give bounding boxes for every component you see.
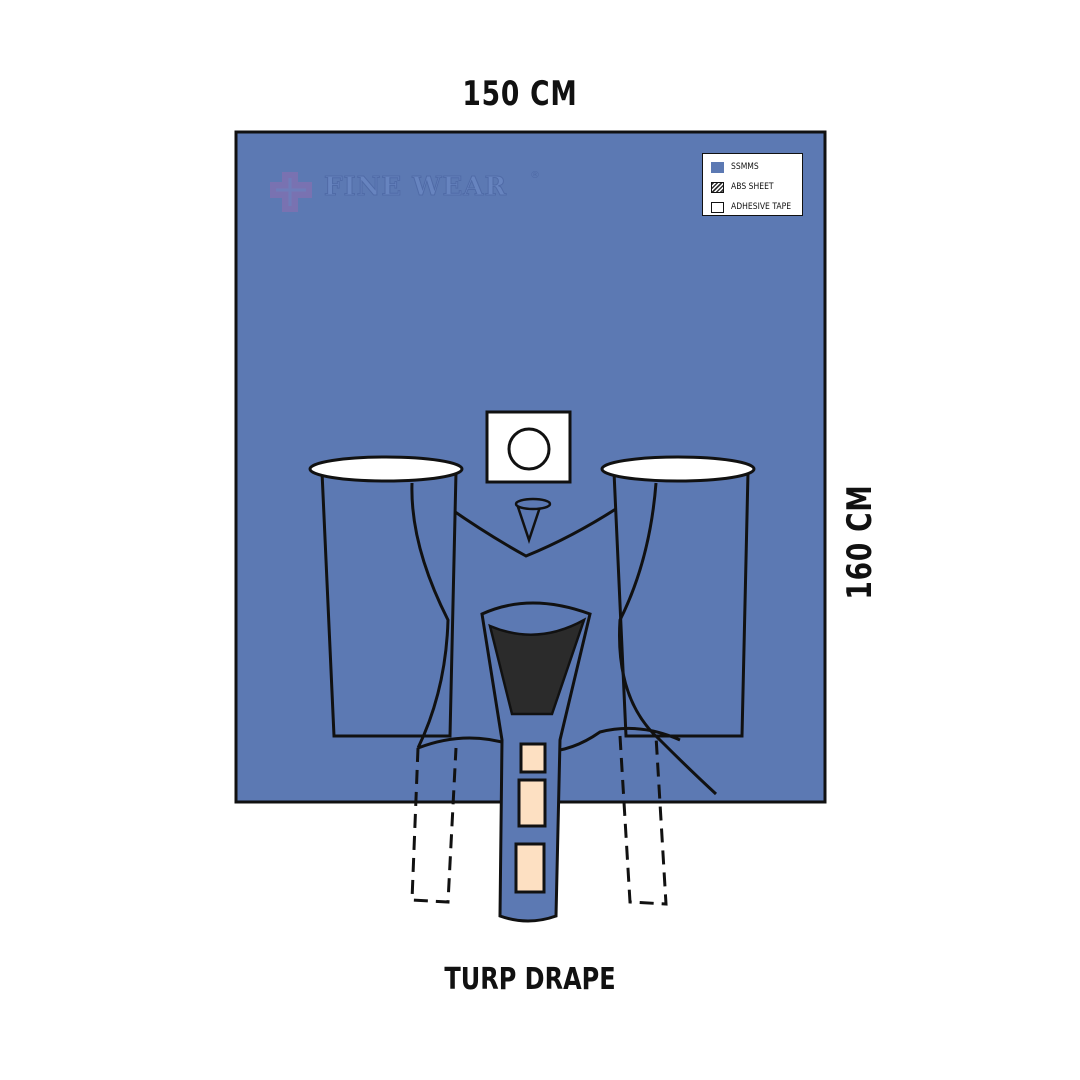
abs-sheet-swatch	[711, 181, 724, 193]
ssmms-swatch	[711, 161, 724, 173]
legend: SSMMS ABS SHEET ADHESIVE TAPE	[702, 153, 803, 216]
legend-item-adhesive-tape: ADHESIVE TAPE	[711, 197, 802, 217]
width-dimension-label: 150 CM	[462, 74, 578, 114]
left-leggings-fold	[410, 482, 450, 749]
cross-logo-icon	[270, 172, 312, 212]
right-leggings	[612, 471, 750, 738]
fine-wear-logo: FINE WEAR ®	[268, 170, 548, 220]
adhesive-tape-strip	[519, 742, 547, 774]
legend-label: SSMMS	[731, 162, 759, 172]
finger-cot-rim	[514, 497, 552, 511]
left-leggings	[320, 471, 458, 738]
left-leg-extension	[410, 747, 458, 904]
logo-registered-mark: ®	[530, 170, 540, 181]
adhesive-tape-strip	[517, 778, 547, 828]
adhesive-tape-swatch	[711, 201, 724, 213]
right-leg-extension	[618, 735, 668, 906]
diagram-caption: TURP DRAPE	[444, 962, 616, 997]
left-leggings-opening	[308, 455, 464, 483]
legend-item-ssmms: SSMMS	[711, 157, 802, 177]
legend-label: ABS SHEET	[731, 182, 774, 192]
fenestration-hole	[507, 427, 551, 471]
logo-wordmark: FINE WEAR	[323, 172, 508, 203]
right-leggings-fold	[618, 482, 718, 796]
legend-label: ADHESIVE TAPE	[731, 202, 792, 212]
abs-pouch	[488, 617, 587, 716]
adhesive-tape-strip	[514, 842, 546, 894]
legend-item-abs-sheet: ABS SHEET	[711, 177, 802, 197]
right-leggings-opening	[600, 455, 756, 483]
